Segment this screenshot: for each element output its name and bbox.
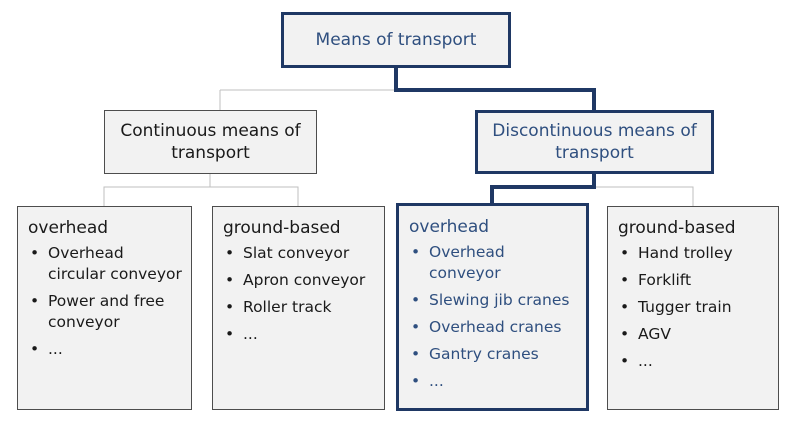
list-item: • Overhead cranes [409,317,578,338]
category-label: Continuous means of transport [120,121,301,163]
item-label: Overhead cranes [429,318,562,336]
group-title: ground-based [618,218,736,238]
list-item: • Hand trolley [618,243,770,264]
item-label: Slewing jib cranes [429,291,570,309]
list-item: • Slewing jib cranes [409,290,578,311]
list-item: • Overhead conveyor [409,242,578,284]
bullet-icon: • [411,291,421,309]
item-label: ... [429,372,444,390]
list-item: • Apron conveyor [223,270,376,291]
item-label: ... [243,325,258,343]
bullet-icon: • [225,244,235,262]
list-item: • Roller track [223,297,376,318]
item-label: Power and free conveyor [48,292,165,331]
group-title: overhead [409,217,490,237]
list-item: •... [618,351,770,372]
item-label: Tugger train [638,298,732,316]
group-list: • Overhead circular conveyor • Power and f… [28,243,183,360]
bullet-icon: • [30,244,40,262]
item-label: Gantry cranes [429,345,539,363]
list-item: • Gantry cranes [409,344,578,365]
item-label: Forklift [638,271,692,289]
list-item: • Forklift [618,270,770,291]
connector-continuous-to-overhead [103,174,211,206]
group-discontinuous-ground-based: ground-based • Hand trolley • Forklift • Tu… [607,206,779,410]
group-list: • Slat conveyor • Apron conveyor • Roller t… [223,243,376,345]
item-label: ... [638,352,653,370]
item-label: Apron conveyor [243,271,366,289]
list-item: • AGV [618,324,770,345]
bullet-icon: • [30,340,40,358]
connector-continuous-to-ground [210,186,299,206]
item-label: Roller track [243,298,332,316]
bullet-icon: • [620,244,630,262]
group-title: ground-based [223,218,341,238]
root-node: Means of transport [281,12,511,68]
item-label: Slat conveyor [243,244,350,262]
connector-discontinuous-to-ground [594,186,694,206]
bullet-icon: • [620,298,630,316]
list-item: • Power and free conveyor [28,291,183,333]
item-label: ... [48,340,63,358]
group-list: • Hand trolley • Forklift • Tugger train • A… [618,243,770,372]
list-item: • Slat conveyor [223,243,376,264]
group-title: overhead [28,218,109,238]
bullet-icon: • [411,345,421,363]
list-item: • Overhead circular conveyor [28,243,183,285]
bullet-icon: • [411,372,421,390]
bullet-icon: • [620,271,630,289]
item-label: Overhead conveyor [429,243,505,282]
bullet-icon: • [30,292,40,310]
item-label: Hand trolley [638,244,733,262]
highlight-path-root-to-discontinuous [394,68,596,110]
bullet-icon: • [620,352,630,370]
item-label: AGV [638,325,671,343]
category-continuous: Continuous means of transport [104,110,317,174]
category-discontinuous: Discontinuous means of transport [475,110,714,174]
item-label: Overhead circular conveyor [48,244,182,283]
group-continuous-ground-based: ground-based • Slat conveyor • Apron conve… [212,206,385,410]
highlight-path-discontinuous-to-overhead [490,174,596,203]
bullet-icon: • [225,325,235,343]
root-label: Means of transport [315,30,477,50]
bullet-icon: • [411,318,421,336]
list-item: • Tugger train [618,297,770,318]
group-discontinuous-overhead: overhead • Overhead conveyor • Slewing jib… [396,203,589,411]
bullet-icon: • [225,298,235,316]
group-continuous-overhead: overhead • Overhead circular conveyor • Po… [17,206,192,410]
category-label: Discontinuous means of transport [492,121,697,163]
list-item: •... [28,339,183,360]
bullet-icon: • [225,271,235,289]
list-item: •... [409,371,578,392]
bullet-icon: • [620,325,630,343]
bullet-icon: • [411,243,421,261]
group-list: • Overhead conveyor • Slewing jib cranes •… [409,242,578,392]
list-item: •... [223,324,376,345]
